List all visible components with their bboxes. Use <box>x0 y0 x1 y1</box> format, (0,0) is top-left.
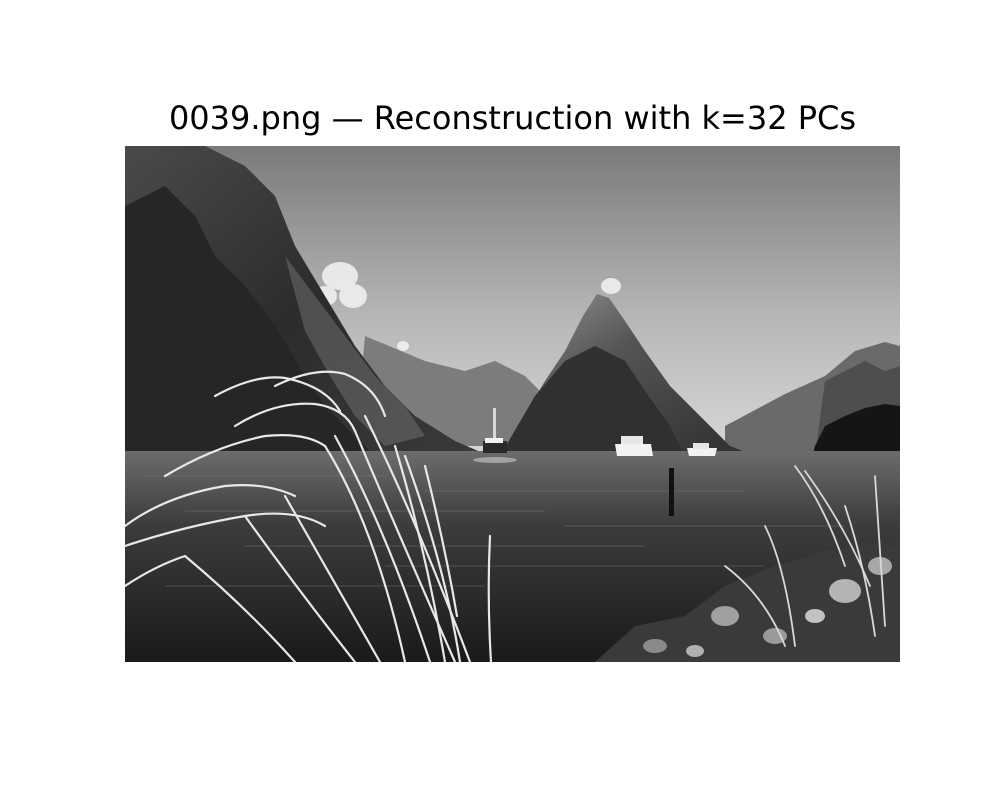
clouds <box>313 262 621 351</box>
grass-left <box>125 370 493 662</box>
grass-right <box>724 465 886 647</box>
shore-trees <box>810 404 900 464</box>
rocks <box>595 544 900 662</box>
boats <box>473 408 717 463</box>
figure-title: 0039.png — Reconstruction with k=32 PCs <box>168 99 857 137</box>
reconstructed-image <box>125 146 900 662</box>
post <box>669 468 674 516</box>
landscape-illustration <box>125 146 900 662</box>
